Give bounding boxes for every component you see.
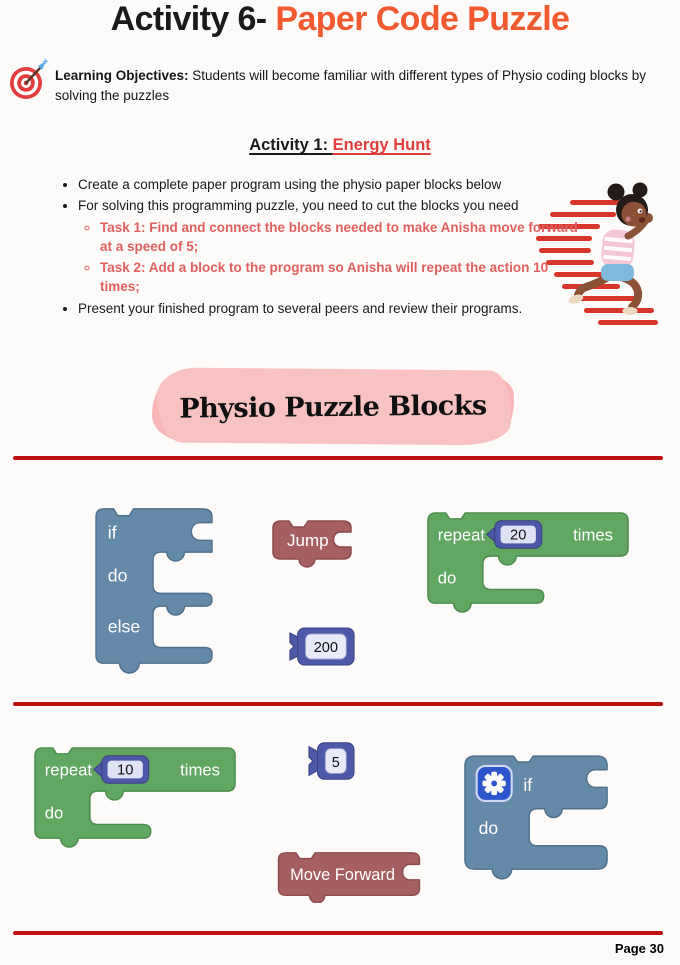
learning-objectives: Learning Objectives: Students will becom… [55, 66, 655, 107]
jump-label: Jump [287, 531, 329, 550]
learning-objectives-label: Learning Objectives: [55, 68, 189, 83]
instruction-text: For solving this programming puzzle, you… [78, 198, 519, 214]
block-gear-if-do: if do [464, 755, 608, 880]
learning-objectives-text: Students will become familiar with diffe… [55, 68, 647, 104]
activity-heading-title: Energy Hunt [332, 136, 431, 154]
repeat-label: repeat [438, 525, 486, 544]
task-item-2: Task 2: Add a block to the program so An… [100, 258, 590, 297]
times-label: times [573, 525, 613, 544]
divider-line [13, 702, 663, 706]
page-number: Page 30 [614, 941, 664, 956]
block-if-do-else: if do else [95, 508, 213, 674]
repeat-count-field: 20 [510, 527, 526, 543]
instruction-item: For solving this programming puzzle, you… [78, 196, 578, 296]
section-banner: Physio Puzzle Blocks [151, 372, 515, 442]
divider-line [13, 456, 663, 460]
task-item-1: Task 1: Find and connect the blocks need… [100, 218, 590, 257]
do-label: do [108, 566, 128, 586]
block-repeat-20-times: repeat 20 times do [427, 512, 629, 613]
value-field: 5 [332, 755, 340, 771]
repeat-count-field: 10 [117, 762, 133, 778]
block-repeat-10-times: repeat 10 times do [34, 747, 236, 848]
instruction-item: Present your finished program to several… [78, 299, 548, 318]
move-forward-label: Move Forward [290, 866, 395, 884]
instruction-item: Create a complete paper program using th… [78, 175, 548, 194]
do-label: do [479, 818, 498, 838]
section-banner-title: Physio Puzzle Blocks [179, 389, 487, 425]
block-value-200: 200 [289, 627, 355, 666]
else-label: else [108, 617, 141, 637]
times-label: times [180, 760, 220, 779]
activity-instructions: Create a complete paper program using th… [58, 175, 578, 320]
page-title-highlight: Paper Code Puzzle [266, 0, 570, 38]
girl-figure [568, 182, 653, 315]
running-girl-illustration [536, 182, 658, 325]
do-label: do [438, 569, 457, 588]
page-title: Activity 6- Paper Code Puzzle [0, 0, 680, 42]
block-jump: Jump [272, 520, 352, 568]
block-move-forward: Move Forward [277, 852, 421, 903]
target-dart-icon [10, 58, 49, 99]
page-title-prefix: Activity 6- [110, 0, 268, 38]
activity-heading-prefix: Activity 1: [249, 136, 333, 154]
gear-icon [475, 764, 513, 803]
divider-line [13, 931, 663, 935]
if-label: if [108, 522, 117, 542]
if-label: if [523, 775, 532, 795]
repeat-label: repeat [45, 760, 93, 779]
value-field: 200 [314, 640, 338, 656]
do-label: do [45, 804, 64, 823]
activity-heading: Activity 1: Energy Hunt [0, 136, 680, 155]
block-value-5: 5 [308, 742, 355, 780]
